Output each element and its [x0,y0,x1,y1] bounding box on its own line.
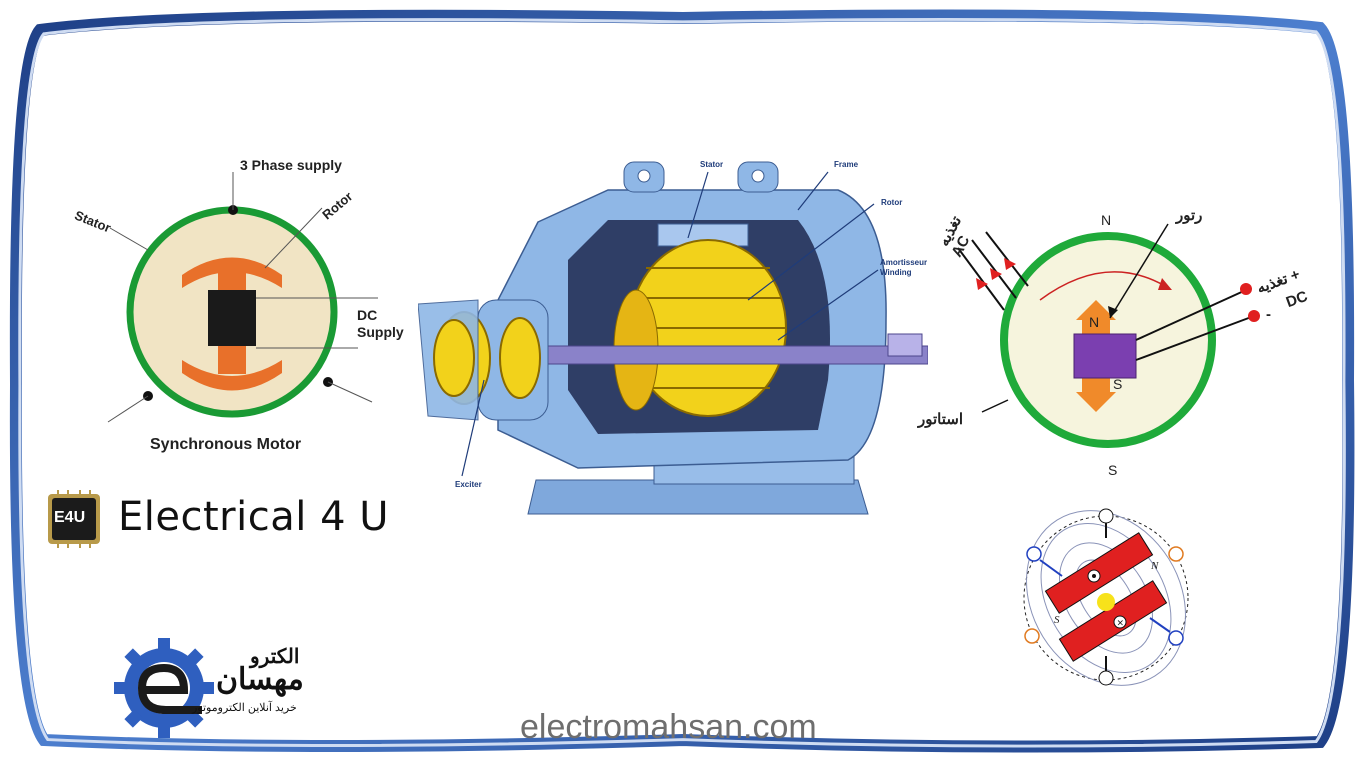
cutaway-exciter-label: Exciter [455,480,482,489]
rotor-core [208,290,256,346]
rotor-pole-bottom [182,360,282,391]
field-s-label: S [1054,614,1060,626]
pole-n-top: N [1101,212,1112,228]
motor-cutaway-illustration [418,161,928,515]
cutaway-amortisseur-label: Amortisseur [880,258,928,267]
rotor-s-label: S [1113,376,1123,392]
magnetic-field-diagram: × [1023,508,1189,686]
rotor-center [1097,593,1115,611]
electromahsan-gear-logo [114,638,214,738]
logo-line3: خرید آنلاین الکتروموتور [192,702,297,714]
cutaway-winding-label: Winding [880,268,912,277]
dc-label: DC [357,307,378,323]
pole-s-bottom: S [1108,462,1118,478]
cutaway-rotor-label: Rotor [881,198,903,207]
svg-text:×: × [1117,619,1125,629]
cutaway-frame-label: Frame [834,160,859,169]
rotor-n-label: N [1089,314,1100,330]
logo-line1: الکترو [250,646,300,668]
supply-label: 3 Phase supply [240,157,342,173]
rotor-magnet [1073,333,1137,379]
dc-supply-label: Supply [357,324,404,340]
stator-persian-label: استاتور [918,411,963,428]
field-n-label: N [1151,560,1159,572]
synchronous-motor-title: Synchronous Motor [150,436,302,453]
rotor-pole-top [182,257,282,288]
electrical-4u-wordmark: Electrical 4 U [118,494,390,540]
e4u-chip-text: E4U [54,509,86,526]
rotor-persian-label: رتور [1176,207,1203,224]
minus-sign: - [1266,306,1271,323]
logo-line2: مهسان [216,663,304,696]
cutaway-stator-label: Stator [700,160,724,169]
persian-rotor-stator-diagram [957,223,1260,448]
e4u-chip-logo: E4U [44,490,104,548]
website-url[interactable]: electromahsan.com [520,708,817,746]
synchronous-motor-schematic [107,172,378,423]
